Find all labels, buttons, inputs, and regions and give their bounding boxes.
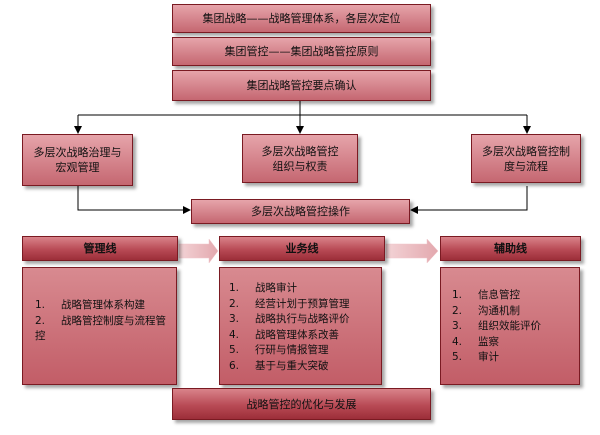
operation-box: 多层次战略管控操作 [191,199,410,224]
list-item: 1.信息管控 [452,289,520,301]
auxiliary-line-label: 辅助线 [494,242,527,255]
group-control-box: 集团管控——集团战略管控原则 [172,37,431,66]
system-label: 多层次战略管控制度与流程 [482,144,570,173]
optimization-label: 战略管控的优化与发展 [246,397,357,411]
list-item: 3.战略执行与战略评价 [229,313,350,325]
list-item: 2.沟通机制 [452,304,520,317]
key-points-label: 集团战略管控要点确认 [246,79,357,92]
organization-box: 多层次战略管控组织与权责 [242,134,358,183]
list-item: 4.监察 [452,335,499,348]
list-item: 1.战略审计 [229,282,297,294]
group-strategy-box: 集团战略——战略管理体系，各层次定位 [172,4,431,33]
business-line-label: 业务线 [285,242,319,255]
auxiliary-line-list: 1.信息管控 2.沟通机制 3.组织效能评价 4.监察 5.审计 [452,288,573,366]
management-line-label: 管理线 [83,242,117,255]
flow-arrow-1 [178,238,219,264]
list-item: 5.行研与情报管理 [229,344,329,356]
list-item: 3.组织效能评价 [452,320,541,332]
group-control-label: 集团管控——集团战略管控原则 [224,45,379,58]
management-line-list: 1.战略管理体系构建 2.战略管控制度与流程管控 [35,298,170,345]
flow-arrow-2 [385,238,439,264]
auxiliary-line-content: 1.信息管控 2.沟通机制 3.组织效能评价 4.监察 5.审计 [440,267,580,385]
optimization-box: 战略管控的优化与发展 [172,388,431,420]
system-box: 多层次战略管控制度与流程 [471,134,581,183]
key-points-box: 集团战略管控要点确认 [172,70,431,101]
group-strategy-label: 集团战略——战略管理体系，各层次定位 [202,12,401,25]
arrow-governance-to-operation [77,186,191,214]
organization-label: 多层次战略管控组织与权责 [261,144,339,173]
list-item: 6.基于与重大突破 [229,359,329,372]
list-item: 2.经营计划于预算管理 [229,297,350,310]
business-line-list: 1.战略审计 2.经营计划于预算管理 3.战略执行与战略评价 4.战略管理体系改… [229,281,375,374]
list-item: 2.战略管控制度与流程管控 [35,314,166,343]
business-line-title: 业务线 [219,236,385,261]
governance-label: 多层次战略治理与宏观管理 [33,146,122,174]
business-line-content: 1.战略审计 2.经营计划于预算管理 3.战略执行与战略评价 4.战略管理体系改… [219,267,382,385]
auxiliary-line-title: 辅助线 [440,236,581,261]
list-item: 4.战略管理体系改善 [229,328,339,341]
governance-box: 多层次战略治理与宏观管理 [22,134,133,186]
operation-label: 多层次战略管控操作 [251,205,350,218]
management-line-title: 管理线 [22,236,178,261]
list-item: 5.审计 [452,351,499,363]
arrow-system-to-operation [410,186,528,214]
list-item: 1.战略管理体系构建 [35,299,145,311]
management-line-content: 1.战略管理体系构建 2.战略管控制度与流程管控 [22,267,177,385]
